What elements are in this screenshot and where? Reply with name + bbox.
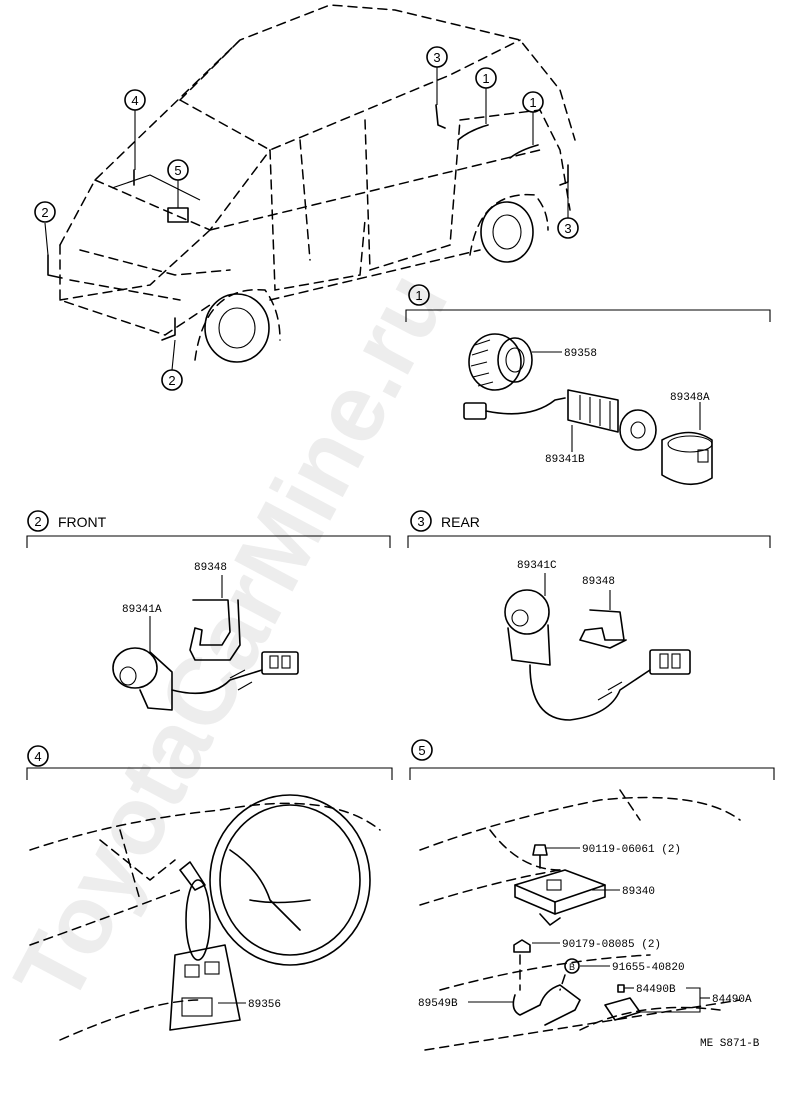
svg-text:4: 4 bbox=[131, 93, 138, 108]
label-90119: 90119-06061 (2) bbox=[582, 844, 681, 856]
callout-1-b: 1 bbox=[522, 91, 544, 113]
callout-2-bottom: 2 bbox=[161, 369, 183, 391]
label-89341C: 89341C bbox=[517, 560, 557, 572]
label-91655: 91655-40820 bbox=[612, 962, 685, 974]
callout-3-top: 3 bbox=[426, 46, 448, 68]
section-5: 5 B bbox=[409, 739, 775, 1051]
section-3-title: REAR bbox=[441, 514, 480, 530]
part-89358-ring bbox=[468, 333, 533, 391]
label-84490A: 84490A bbox=[712, 994, 752, 1006]
label-89340: 89340 bbox=[622, 886, 655, 898]
svg-text:5: 5 bbox=[174, 163, 181, 178]
label-89549B: 89549B bbox=[418, 998, 458, 1010]
part-89348-front-clip bbox=[189, 599, 241, 661]
label-89348A: 89348A bbox=[670, 392, 710, 404]
vehicle-overview bbox=[44, 4, 576, 371]
part-89341C-sensor bbox=[504, 589, 691, 721]
callout-3-bottom: 3 bbox=[557, 217, 579, 239]
svg-text:1: 1 bbox=[482, 71, 489, 86]
svg-text:1: 1 bbox=[529, 95, 536, 110]
callout-4: 4 bbox=[124, 89, 146, 111]
label-89348-rear: 89348 bbox=[582, 576, 615, 588]
section-2-title: FRONT bbox=[58, 514, 107, 530]
mark-B: B bbox=[569, 962, 575, 972]
svg-text:1: 1 bbox=[415, 288, 422, 303]
callout-5: 5 bbox=[167, 159, 189, 181]
watermark: ToyotaCarMine.ru bbox=[0, 255, 468, 1020]
section-2-front: 2 FRONT 89348 89341A bbox=[26, 510, 391, 711]
svg-text:3: 3 bbox=[433, 50, 440, 65]
part-89341B-sensor bbox=[463, 389, 657, 451]
part-89341A-sensor bbox=[112, 647, 299, 711]
section-4: 4 bbox=[26, 745, 393, 1041]
svg-text:3: 3 bbox=[564, 221, 571, 236]
label-89348-front: 89348 bbox=[194, 562, 227, 574]
label-89341A: 89341A bbox=[122, 604, 162, 616]
label-89356: 89356 bbox=[248, 999, 281, 1011]
label-89358: 89358 bbox=[564, 348, 597, 360]
callout-2-top: 2 bbox=[34, 201, 56, 223]
svg-text:2: 2 bbox=[34, 514, 41, 529]
diagram-code: ME S871-B bbox=[700, 1038, 760, 1050]
part-89340-module bbox=[514, 869, 606, 926]
svg-text:3: 3 bbox=[417, 514, 424, 529]
svg-text:5: 5 bbox=[418, 743, 425, 758]
svg-text:2: 2 bbox=[41, 205, 48, 220]
part-89348A-cap bbox=[661, 431, 713, 486]
svg-text:2: 2 bbox=[168, 373, 175, 388]
section-1: 1 89358 89341B 89348A bbox=[405, 284, 771, 486]
label-89341B: 89341B bbox=[545, 454, 585, 466]
label-84490B: 84490B bbox=[636, 984, 676, 996]
svg-text:4: 4 bbox=[34, 749, 41, 764]
section-3-rear: 3 REAR 89341C 89348 bbox=[407, 510, 771, 721]
callout-1-a: 1 bbox=[475, 67, 497, 89]
label-90179: 90179-08085 (2) bbox=[562, 939, 661, 951]
part-89348-rear-clip bbox=[579, 609, 627, 649]
